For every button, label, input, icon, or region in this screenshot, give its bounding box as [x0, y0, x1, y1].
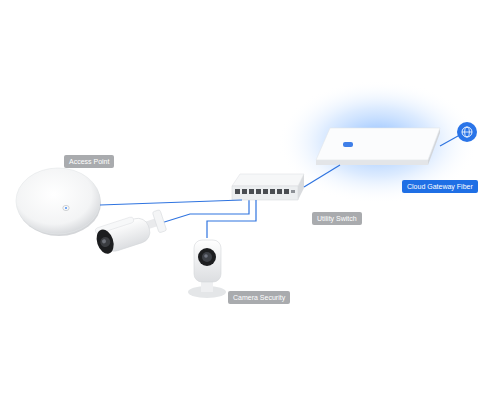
network-cable	[304, 165, 340, 187]
bullet-camera	[93, 208, 168, 256]
access-point-disc	[16, 168, 100, 234]
device-node: Camera Security	[187, 238, 227, 298]
access-point-led	[65, 207, 67, 209]
internet-cable	[440, 136, 458, 146]
utility-switch	[232, 174, 304, 200]
device-node: Utility Switch	[232, 174, 304, 200]
network-cable	[100, 200, 242, 205]
device-node: Access Point	[16, 167, 100, 235]
device-label: Utility Switch	[312, 212, 362, 225]
device-label: Camera Security	[228, 291, 290, 304]
device-label: Access Point	[64, 155, 114, 168]
internet-globe	[457, 122, 477, 142]
access-point-logo	[63, 205, 69, 210]
network-cable	[207, 200, 256, 238]
device-label: Cloud Gateway Fiber	[402, 180, 478, 193]
gateway-glow	[278, 80, 478, 204]
cloud-gateway	[316, 128, 440, 165]
flex-camera	[188, 240, 226, 298]
device-node: Cloud Gateway Fiber	[316, 128, 440, 165]
